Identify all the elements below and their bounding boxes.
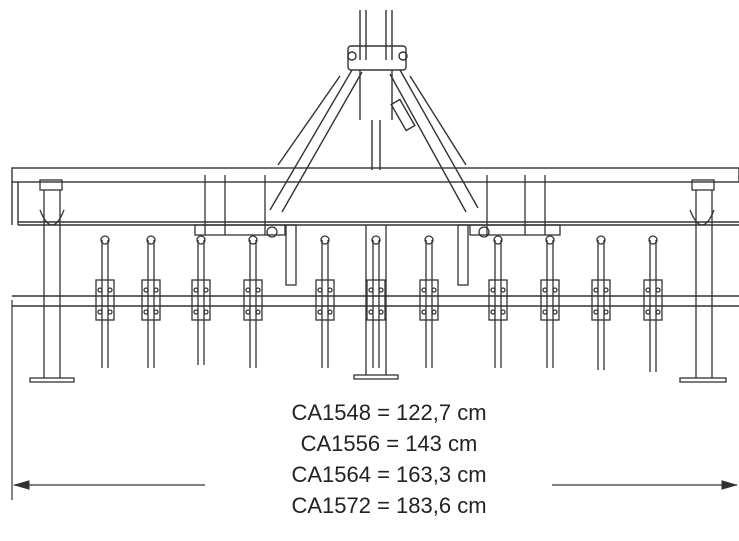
hitch-mast bbox=[269, 10, 479, 213]
dimension-label-ca1564: CA1564 = 163,3 cm bbox=[291, 462, 487, 487]
hitch-brackets bbox=[194, 175, 561, 238]
tine bbox=[191, 235, 211, 365]
tine bbox=[540, 235, 560, 368]
tine bbox=[366, 235, 386, 368]
width-dimension bbox=[11, 300, 739, 500]
parking-stands bbox=[29, 179, 727, 383]
tine bbox=[643, 235, 663, 372]
tine bbox=[243, 235, 263, 368]
dimension-label-ca1556: CA1556 = 143 cm bbox=[300, 431, 478, 456]
tine bbox=[141, 235, 161, 368]
tine bbox=[419, 235, 439, 368]
tines bbox=[95, 235, 663, 372]
dimension-label-ca1572: CA1572 = 183,6 cm bbox=[291, 493, 487, 518]
main-frame bbox=[11, 167, 739, 226]
tool-bar bbox=[12, 295, 739, 307]
tine bbox=[488, 235, 508, 368]
tine bbox=[95, 235, 115, 368]
tine bbox=[591, 235, 611, 370]
tine bbox=[315, 235, 335, 368]
dimension-label-ca1548: CA1548 = 122,7 cm bbox=[291, 400, 487, 425]
